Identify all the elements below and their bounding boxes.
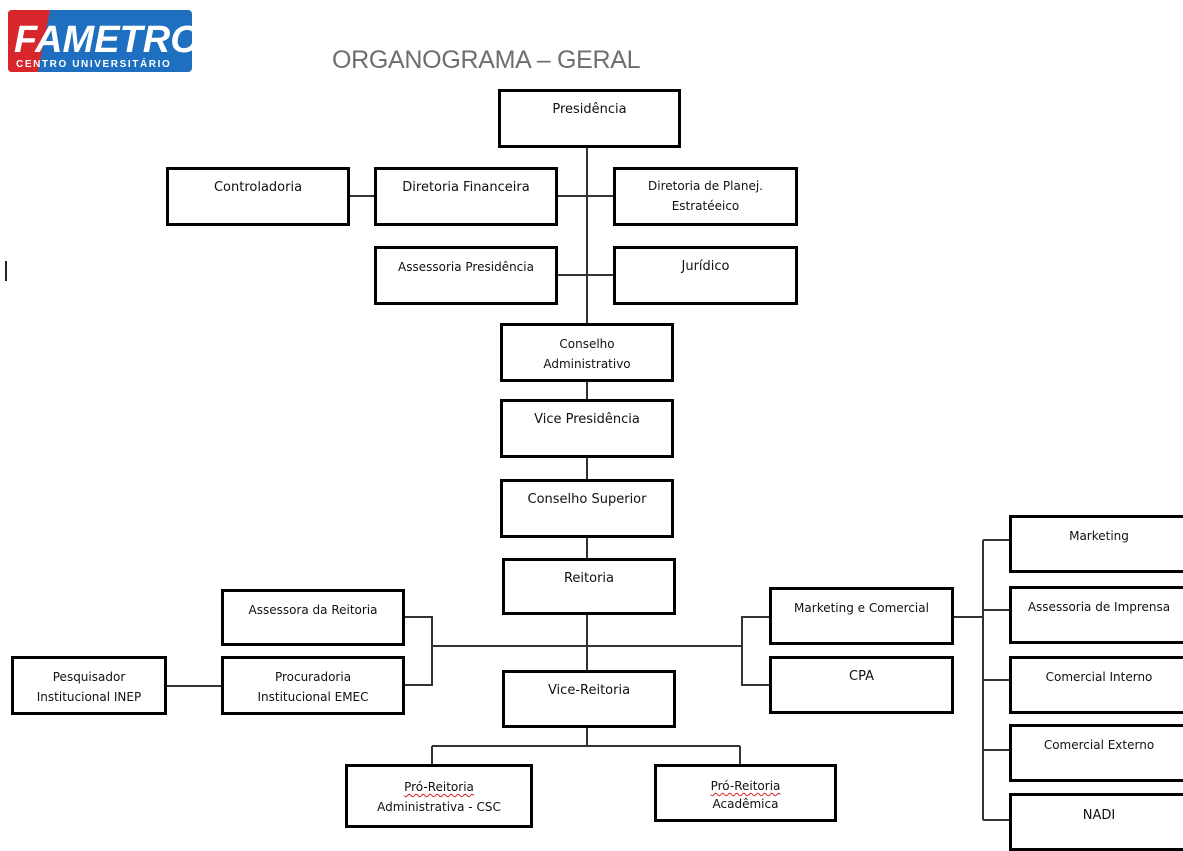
node-label: CPA: [849, 669, 874, 684]
node-marketing: Marketing: [1009, 515, 1183, 573]
node-assessora-reitoria: Assessora da Reitoria: [221, 589, 405, 646]
node-label: Presidência: [552, 102, 627, 117]
node-label: Vice-Reitoria: [547, 683, 631, 698]
node-label-line1: Diretoria de Planej.: [648, 179, 763, 193]
node-assessoria-imprensa: Assessoria de Imprensa: [1009, 586, 1183, 644]
node-juridico: Jurídico: [613, 246, 798, 305]
node-label-line2: Estratéeico: [671, 199, 740, 213]
node-label: Assessoria de Imprensa: [1027, 600, 1171, 614]
node-diretoria-financeira: Diretoria Financeira: [374, 167, 558, 226]
node-label: Marketing: [1069, 529, 1129, 543]
logo-brand-text: FAMETRO: [14, 19, 192, 61]
node-label-line1: Conselho: [559, 337, 615, 351]
node-label: Conselho Superior: [527, 492, 647, 507]
node-label-line1: Pró-Reitoria: [710, 779, 781, 793]
node-label: Diretoria Financeira: [402, 180, 530, 195]
node-label: Controladoria: [213, 180, 303, 195]
node-label: Comercial Externo: [1043, 738, 1155, 752]
node-procuradoria-emec: Procuradoria Institucional EMEC: [221, 656, 405, 715]
node-label: NADI: [1082, 808, 1116, 823]
node-label-line1: Procuradoria: [274, 670, 352, 684]
node-pro-reitoria-administrativa: Pró-Reitoria Administrativa - CSC: [345, 764, 533, 828]
node-pesquisador-inep: Pesquisador Institucional INEP: [11, 656, 167, 715]
node-label: Marketing e Comercial: [794, 601, 929, 615]
node-label: Jurídico: [681, 259, 730, 274]
fametro-logo: FAMETRO CENTRO UNIVERSITÁRIO: [8, 10, 192, 72]
node-conselho-superior: Conselho Superior: [500, 479, 674, 538]
node-marketing-comercial: Marketing e Comercial: [769, 587, 954, 645]
node-label-line2: Administrativa - CSC: [377, 800, 501, 814]
page-title: ORGANOGRAMA – GERAL: [332, 46, 641, 74]
node-pro-reitoria-academica: Pró-Reitoria Acadêmica: [654, 764, 837, 822]
node-controladoria: Controladoria: [166, 167, 350, 226]
node-nadi: NADI: [1009, 793, 1183, 851]
node-conselho-administrativo: Conselho Administrativo: [500, 323, 674, 382]
node-label-line1: Pesquisador: [52, 670, 126, 684]
node-comercial-interno: Comercial Interno: [1009, 656, 1183, 714]
node-cpa: CPA: [769, 656, 954, 714]
node-label: Comercial Interno: [1045, 670, 1153, 684]
node-comercial-externo: Comercial Externo: [1009, 724, 1183, 782]
node-presidencia: Presidência: [498, 89, 681, 148]
node-label: Assessora da Reitoria: [248, 603, 378, 617]
node-label-line2: Institucional INEP: [36, 690, 142, 704]
node-vice-presidencia: Vice Presidência: [500, 399, 674, 458]
logo-tagline-text: CENTRO UNIVERSITÁRIO: [16, 57, 171, 70]
node-label-line1: Pró-Reitoria: [404, 780, 474, 794]
node-label: Assessoria Presidência: [398, 260, 534, 274]
node-diretoria-planejamento: Diretoria de Planej. Estratéeico: [613, 167, 798, 226]
node-label-line2: Acadêmica: [712, 797, 779, 811]
node-label: Reitoria: [563, 571, 615, 586]
node-label-line2: Administrativo: [543, 357, 631, 371]
node-label-line2: Institucional EMEC: [257, 690, 369, 704]
node-label: Vice Presidência: [534, 412, 640, 427]
node-reitoria: Reitoria: [502, 558, 676, 615]
node-assessoria-presidencia: Assessoria Presidência: [374, 246, 558, 305]
node-vice-reitoria: Vice-Reitoria: [502, 670, 676, 728]
text-cursor: [5, 261, 7, 281]
